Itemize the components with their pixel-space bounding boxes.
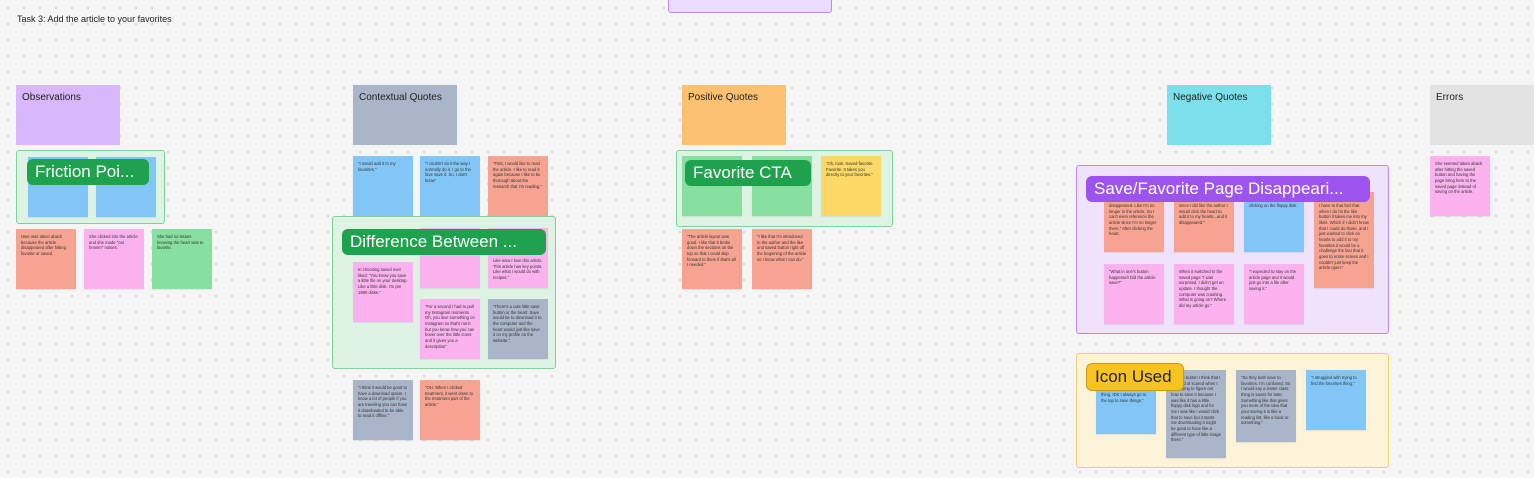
sticky-note[interactable]: She clicked into the article and she mad… bbox=[84, 229, 144, 289]
note-text: "I expected to stay on the article page … bbox=[1249, 269, 1297, 292]
header-errors[interactable]: Errors bbox=[1430, 85, 1534, 145]
top-frame[interactable] bbox=[668, 0, 832, 13]
section-label-save-favorite-page[interactable]: Save/Favorite Page Disappeari... bbox=[1086, 176, 1370, 203]
sticky-note[interactable]: "I would add it to my favorites." bbox=[353, 156, 413, 216]
sticky-note[interactable]: "I struggled with trying to find the fav… bbox=[1306, 370, 1366, 430]
header-negative-label: Negative Quotes bbox=[1173, 92, 1248, 103]
sticky-note[interactable]: "I expected to stay on the article page … bbox=[1244, 264, 1304, 324]
note-text: "The article layout was good. I like tha… bbox=[687, 234, 736, 268]
task-title: Task 3: Add the article to your favorite… bbox=[17, 14, 172, 24]
sticky-note[interactable]: She seemed taken aback after hitting the… bbox=[1430, 156, 1490, 216]
note-text: Like wow I love this article. This artic… bbox=[493, 258, 543, 281]
sticky-note[interactable]: "The article layout was good. I like tha… bbox=[682, 229, 742, 289]
sticky-note[interactable]: "First, I would like to read the article… bbox=[488, 156, 548, 216]
section-label-friction-points[interactable]: Friction Poi... bbox=[27, 159, 149, 186]
sticky-note[interactable]: "What in one's button happened! Did the … bbox=[1104, 264, 1164, 324]
note-text: since I did like the author I would clic… bbox=[1179, 203, 1228, 226]
section-label-favorite-cta[interactable]: Favorite CTA bbox=[685, 160, 811, 187]
note-text: "I think it would be good to have a down… bbox=[358, 385, 408, 419]
sticky-note[interactable]: "I like that I'm introduced to the autho… bbox=[752, 229, 812, 289]
sticky-note[interactable]: "For a second I had to pull my Instagram… bbox=[420, 299, 480, 359]
note-text: "There's a cute little save button or th… bbox=[493, 304, 542, 344]
sticky-note[interactable]: favorite button I think that I got kind … bbox=[1166, 370, 1226, 458]
sticky-note[interactable]: "So they both save to favorites. I'm con… bbox=[1236, 370, 1296, 442]
sticky-note[interactable]: User was taken aback because the article… bbox=[16, 229, 76, 289]
note-text: "I like that I'm introduced to the autho… bbox=[757, 234, 807, 262]
note-text: User was taken aback because the article… bbox=[21, 234, 66, 257]
note-text: "So they both save to favorites. I'm con… bbox=[1241, 375, 1291, 426]
header-positive-label: Positive Quotes bbox=[688, 92, 759, 103]
note-text: favorite button I think that I got kind … bbox=[1171, 375, 1221, 443]
note-text: In choosing saved over liked: "You know … bbox=[358, 267, 408, 295]
sticky-note[interactable]: I have to that fact that when I do hit t… bbox=[1314, 192, 1374, 288]
header-observations[interactable]: Observations bbox=[16, 85, 120, 145]
note-text: disappeared. Like I'm no longer in the a… bbox=[1109, 203, 1157, 237]
header-negative-quotes[interactable]: Negative Quotes bbox=[1167, 85, 1271, 145]
note-text: "I struggled with trying to find the fav… bbox=[1311, 375, 1357, 386]
note-text: "Oh, look. Saved-favorite. Favorite. It … bbox=[826, 161, 874, 178]
note-text: "I couldn't do it the way I normally do … bbox=[425, 161, 471, 184]
note-text: clicking on the floppy disk bbox=[1249, 203, 1297, 208]
section-label-icon-used[interactable]: Icon Used bbox=[1086, 363, 1184, 392]
sticky-note[interactable]: When it switched to the saved page "I wa… bbox=[1174, 264, 1234, 324]
note-text: She clicked into the article and she mad… bbox=[89, 234, 138, 251]
sticky-note[interactable]: "I think it would be good to have a down… bbox=[353, 380, 413, 440]
note-text: I have to that fact that when I do hit t… bbox=[1319, 203, 1369, 271]
header-observations-label: Observations bbox=[22, 92, 81, 103]
sticky-note[interactable]: "I couldn't do it the way I normally do … bbox=[420, 156, 480, 216]
sticky-note[interactable]: "OH. When I clicked treatment, it went d… bbox=[420, 380, 480, 440]
header-contextual-label: Contextual Quotes bbox=[359, 92, 442, 103]
section-label-difference-between[interactable]: Difference Between ... bbox=[342, 229, 546, 256]
header-errors-label: Errors bbox=[1436, 92, 1464, 103]
note-text: "What in one's button happened! Did the … bbox=[1109, 269, 1156, 286]
sticky-note[interactable]: "There's a cute little save button or th… bbox=[488, 299, 548, 359]
note-text: "First, I would like to read the article… bbox=[493, 161, 542, 189]
sticky-note[interactable]: In choosing saved over liked: "You know … bbox=[353, 262, 413, 322]
note-text: "I would add it to my favorites." bbox=[358, 161, 396, 172]
sticky-note[interactable]: "Oh, look. Saved-favorite. Favorite. It … bbox=[821, 156, 881, 216]
sticky-note[interactable]: She had no issues knowing the heart was … bbox=[152, 229, 212, 289]
note-text: thing. IDK I always go to the top to sav… bbox=[1101, 392, 1147, 403]
note-text: "OH. When I clicked treatment, it went d… bbox=[425, 385, 473, 408]
note-text: She seemed taken aback after hitting the… bbox=[1435, 161, 1483, 195]
note-text: "For a second I had to pull my Instagram… bbox=[425, 304, 475, 349]
note-text: When it switched to the saved page "I wa… bbox=[1179, 269, 1227, 309]
header-positive-quotes[interactable]: Positive Quotes bbox=[682, 85, 786, 145]
note-text: She had no issues knowing the heart was … bbox=[157, 234, 204, 251]
header-contextual-quotes[interactable]: Contextual Quotes bbox=[353, 85, 457, 145]
